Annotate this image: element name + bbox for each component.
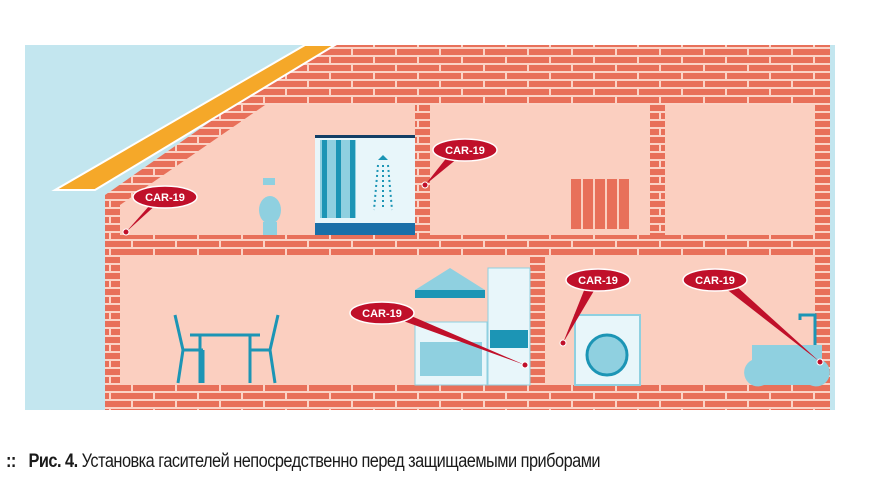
callout-label: CAR-19 [362,308,402,320]
toilet [259,178,281,235]
callout-car19-bathtub: CAR-19 [682,268,824,366]
caption-marker: :: [6,451,16,472]
washing-machine [574,314,641,386]
callout-label: CAR-19 [145,192,185,204]
room-upper-right [665,105,815,235]
radiator [569,177,631,231]
kitchen-appliances [414,267,531,386]
figure-caption: :: Рис. 4. Установка гасителей непосредс… [6,451,601,473]
caption-text: Установка гасителей непосредственно пере… [81,451,601,472]
callout-label: CAR-19 [695,275,735,287]
callout-car19-kitchen-sink: CAR-19 [349,301,529,369]
callout-car19-washing-machine: CAR-19 [559,268,631,347]
callout-car19-shower: CAR-19 [421,138,498,189]
shower-cabin [315,135,415,235]
bathtub [744,313,830,387]
callout-label: CAR-19 [445,145,485,157]
house-cross-section-illustration: CAR-19 CAR-19 CAR-19 CAR-19 CAR-19 [25,44,835,410]
dining-table [173,314,280,384]
caption-prefix: Рис. 4. [28,451,78,472]
callout-label: CAR-19 [578,275,618,287]
callout-car19-bathroom-sink: CAR-19 [122,185,198,236]
roof [51,44,339,191]
